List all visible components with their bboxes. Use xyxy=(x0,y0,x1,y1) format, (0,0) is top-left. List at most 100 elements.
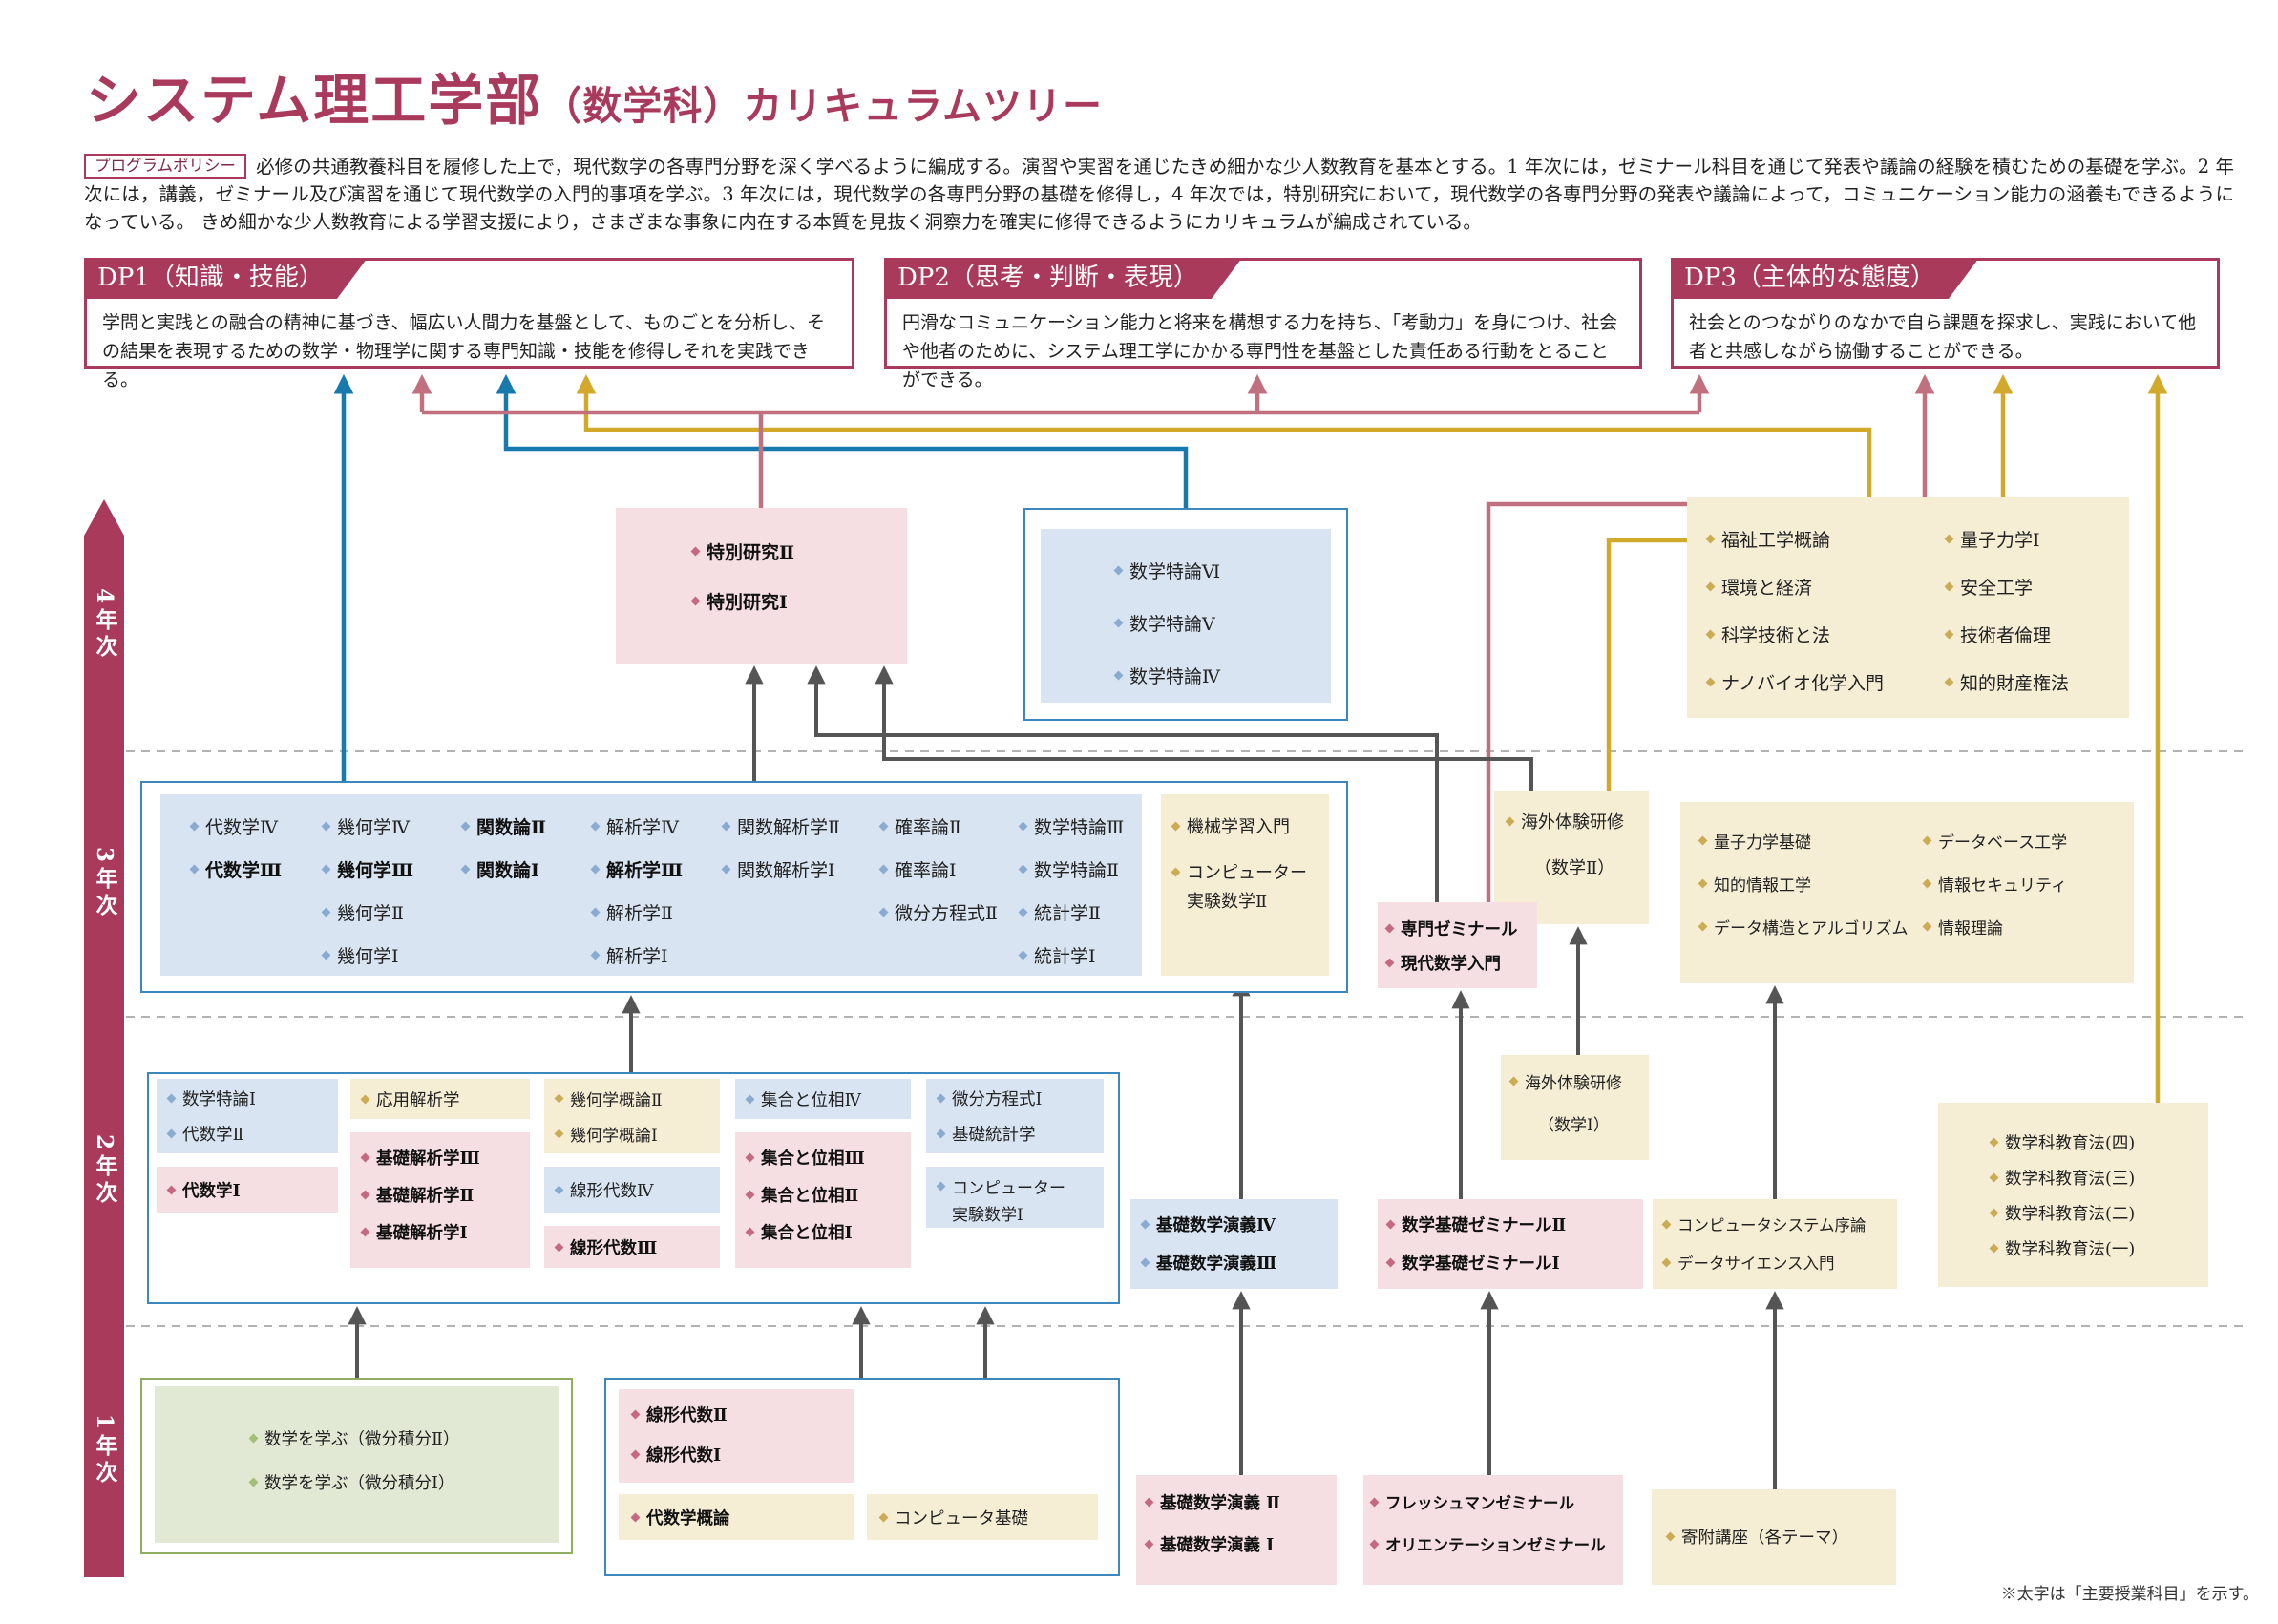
course-item: 機械学習入門 xyxy=(1171,814,1307,837)
course-bullet-icon xyxy=(1944,629,1954,639)
course-item: 線形代数Ⅱ xyxy=(630,1403,728,1425)
course-name: 知的情報工学 xyxy=(1714,875,1811,896)
box-y1-daisu-gairon xyxy=(619,1494,854,1540)
items-y2-senkei4: 線形代数Ⅳ xyxy=(554,1178,653,1201)
course-item: 幾何学Ⅱ xyxy=(321,900,413,924)
course-bullet-icon xyxy=(1113,565,1124,575)
course-bullet-icon xyxy=(1989,1137,1999,1147)
course-bullet-icon xyxy=(360,1094,370,1104)
course-name: 情報理論 xyxy=(1938,918,2003,939)
dp1-box: DP1（知識・技能） 学問と実践との融合の精神に基づき、幅広い人間力を基盤として… xyxy=(84,258,854,390)
dp2-heading: DP2（思考・判断・表現） xyxy=(884,258,1242,299)
course-bullet-icon xyxy=(360,1227,370,1236)
course-name: 解析学Ⅲ xyxy=(606,859,684,881)
course-item: 基礎数学演義Ⅲ xyxy=(1140,1251,1276,1274)
course-item: 関数論Ⅰ xyxy=(460,857,546,881)
course-item: コンピューター xyxy=(936,1174,1065,1198)
course-name: 情報セキュリティ xyxy=(1938,875,2067,896)
course-item: 関数解析学Ⅱ xyxy=(721,814,840,838)
course-name: データサイエンス入門 xyxy=(1677,1255,1835,1273)
course-item: 集合と位相Ⅲ xyxy=(745,1146,865,1169)
course-bullet-icon xyxy=(1144,1539,1154,1549)
course-item: コンピュータシステム序論 xyxy=(1661,1213,1867,1235)
course-item: 代数学Ⅱ xyxy=(166,1122,256,1145)
course-bullet-icon xyxy=(554,1093,564,1103)
box-kifu-koza xyxy=(1652,1489,1896,1585)
year-label-1: 1年次 xyxy=(92,1414,117,1488)
course-item: データベース工学 xyxy=(1922,829,2067,853)
course-name: コンピュータシステム序論 xyxy=(1677,1216,1867,1234)
items-y1-freshman: フレッシュマンゼミナールオリエンテーションゼミナール xyxy=(1369,1490,1606,1555)
course-bullet-icon xyxy=(1140,1257,1150,1267)
course-item: 幾何学概論Ⅰ xyxy=(554,1122,663,1146)
course-bullet-icon xyxy=(1989,1172,1999,1182)
items-y3-col1: 代数学Ⅳ 代数学Ⅲ xyxy=(189,814,283,881)
course-bullet-icon xyxy=(1922,921,1932,931)
items-kaigai-2: 海外体験研修（数学Ⅱ） xyxy=(1505,810,1624,878)
course-bullet-icon xyxy=(1171,821,1181,831)
course-item: 知的情報工学 xyxy=(1698,872,1909,896)
box-kaigai-kenshu-1 xyxy=(1501,1055,1649,1160)
course-item: 基礎数学演義 Ⅰ xyxy=(1144,1532,1280,1555)
course-name: オリエンテーションゼミナール xyxy=(1385,1536,1606,1554)
course-name: 線形代数Ⅲ xyxy=(570,1238,658,1258)
box-y1-freshman xyxy=(1363,1475,1623,1585)
items-y1-compkiso: コンピュータ基礎 xyxy=(878,1506,1028,1529)
box-tokubetsu-kenkyu xyxy=(616,508,907,664)
course-item: 専門ゼミナール xyxy=(1384,917,1518,939)
course-item: 基礎解析学Ⅰ xyxy=(360,1220,480,1243)
course-name: 数学特論Ⅴ xyxy=(1129,613,1215,635)
course-bullet-icon xyxy=(745,1152,755,1162)
box-machine-learning xyxy=(1161,794,1329,976)
course-bullet-icon xyxy=(1385,1219,1396,1229)
course-item: 集合と位相Ⅱ xyxy=(745,1183,865,1206)
course-bullet-icon xyxy=(1018,950,1028,960)
policy-label: プログラムポリシー xyxy=(84,154,247,179)
course-item: 技術者倫理 xyxy=(1944,622,2069,646)
course-item: （数学Ⅰ） xyxy=(1524,1111,1622,1135)
course-item: 特別研究Ⅰ xyxy=(690,589,794,613)
course-item: 関数解析学Ⅰ xyxy=(721,857,840,881)
course-bullet-icon xyxy=(1705,534,1716,543)
course-item: 知的財産権法 xyxy=(1944,670,2069,694)
course-item: 解析学Ⅰ xyxy=(590,943,683,967)
course-bullet-icon xyxy=(1989,1243,1999,1253)
course-name: 実験数学Ⅱ xyxy=(1187,892,1268,912)
course-item: 特別研究Ⅱ xyxy=(690,539,794,563)
course-bullet-icon xyxy=(590,907,601,917)
course-bullet-icon xyxy=(690,596,701,605)
course-bullet-icon xyxy=(248,1477,259,1487)
box-year4-liberal xyxy=(1687,497,2129,718)
course-bullet-icon xyxy=(936,1181,946,1191)
box-y2-daisu1 xyxy=(157,1167,338,1213)
course-item: 確率論Ⅱ xyxy=(878,814,998,838)
yellow-wires xyxy=(576,373,2168,1103)
course-name: 数学基礎ゼミナールⅡ xyxy=(1402,1215,1567,1235)
course-item: 基礎統計学 xyxy=(936,1122,1042,1145)
course-name: 集合と位相Ⅱ xyxy=(761,1186,859,1206)
course-bullet-icon xyxy=(166,1093,177,1103)
course-item: 解析学Ⅲ xyxy=(590,857,684,881)
course-item: 幾何学Ⅲ xyxy=(321,857,413,881)
course-name: 数学基礎ゼミナールⅠ xyxy=(1402,1254,1560,1274)
items-y3-col5: 関数解析学Ⅱ 関数解析学Ⅰ xyxy=(721,814,840,881)
course-bullet-icon xyxy=(1698,835,1708,845)
department-subtitle: （数学科）カリキュラムツリー xyxy=(542,83,1104,129)
course-bullet-icon xyxy=(166,1128,177,1138)
program-policy: プログラムポリシー必修の共通教養科目を履修した上で，現代数学の各専門分野を深く学… xyxy=(84,153,2234,236)
course-bullet-icon xyxy=(166,1185,177,1194)
course-item: 代数学Ⅳ xyxy=(189,814,282,838)
course-name: 代数学Ⅰ xyxy=(182,1181,241,1201)
course-item: 数学科教育法(四) xyxy=(1989,1130,2135,1153)
course-bullet-icon xyxy=(321,950,331,960)
course-item: 線形代数Ⅲ xyxy=(554,1235,658,1258)
items-tokubetsu: 特別研究Ⅱ 特別研究Ⅰ xyxy=(690,539,794,613)
course-name: 代数学Ⅲ xyxy=(205,859,283,881)
course-name: 基礎数学演義 Ⅰ xyxy=(1160,1535,1275,1555)
